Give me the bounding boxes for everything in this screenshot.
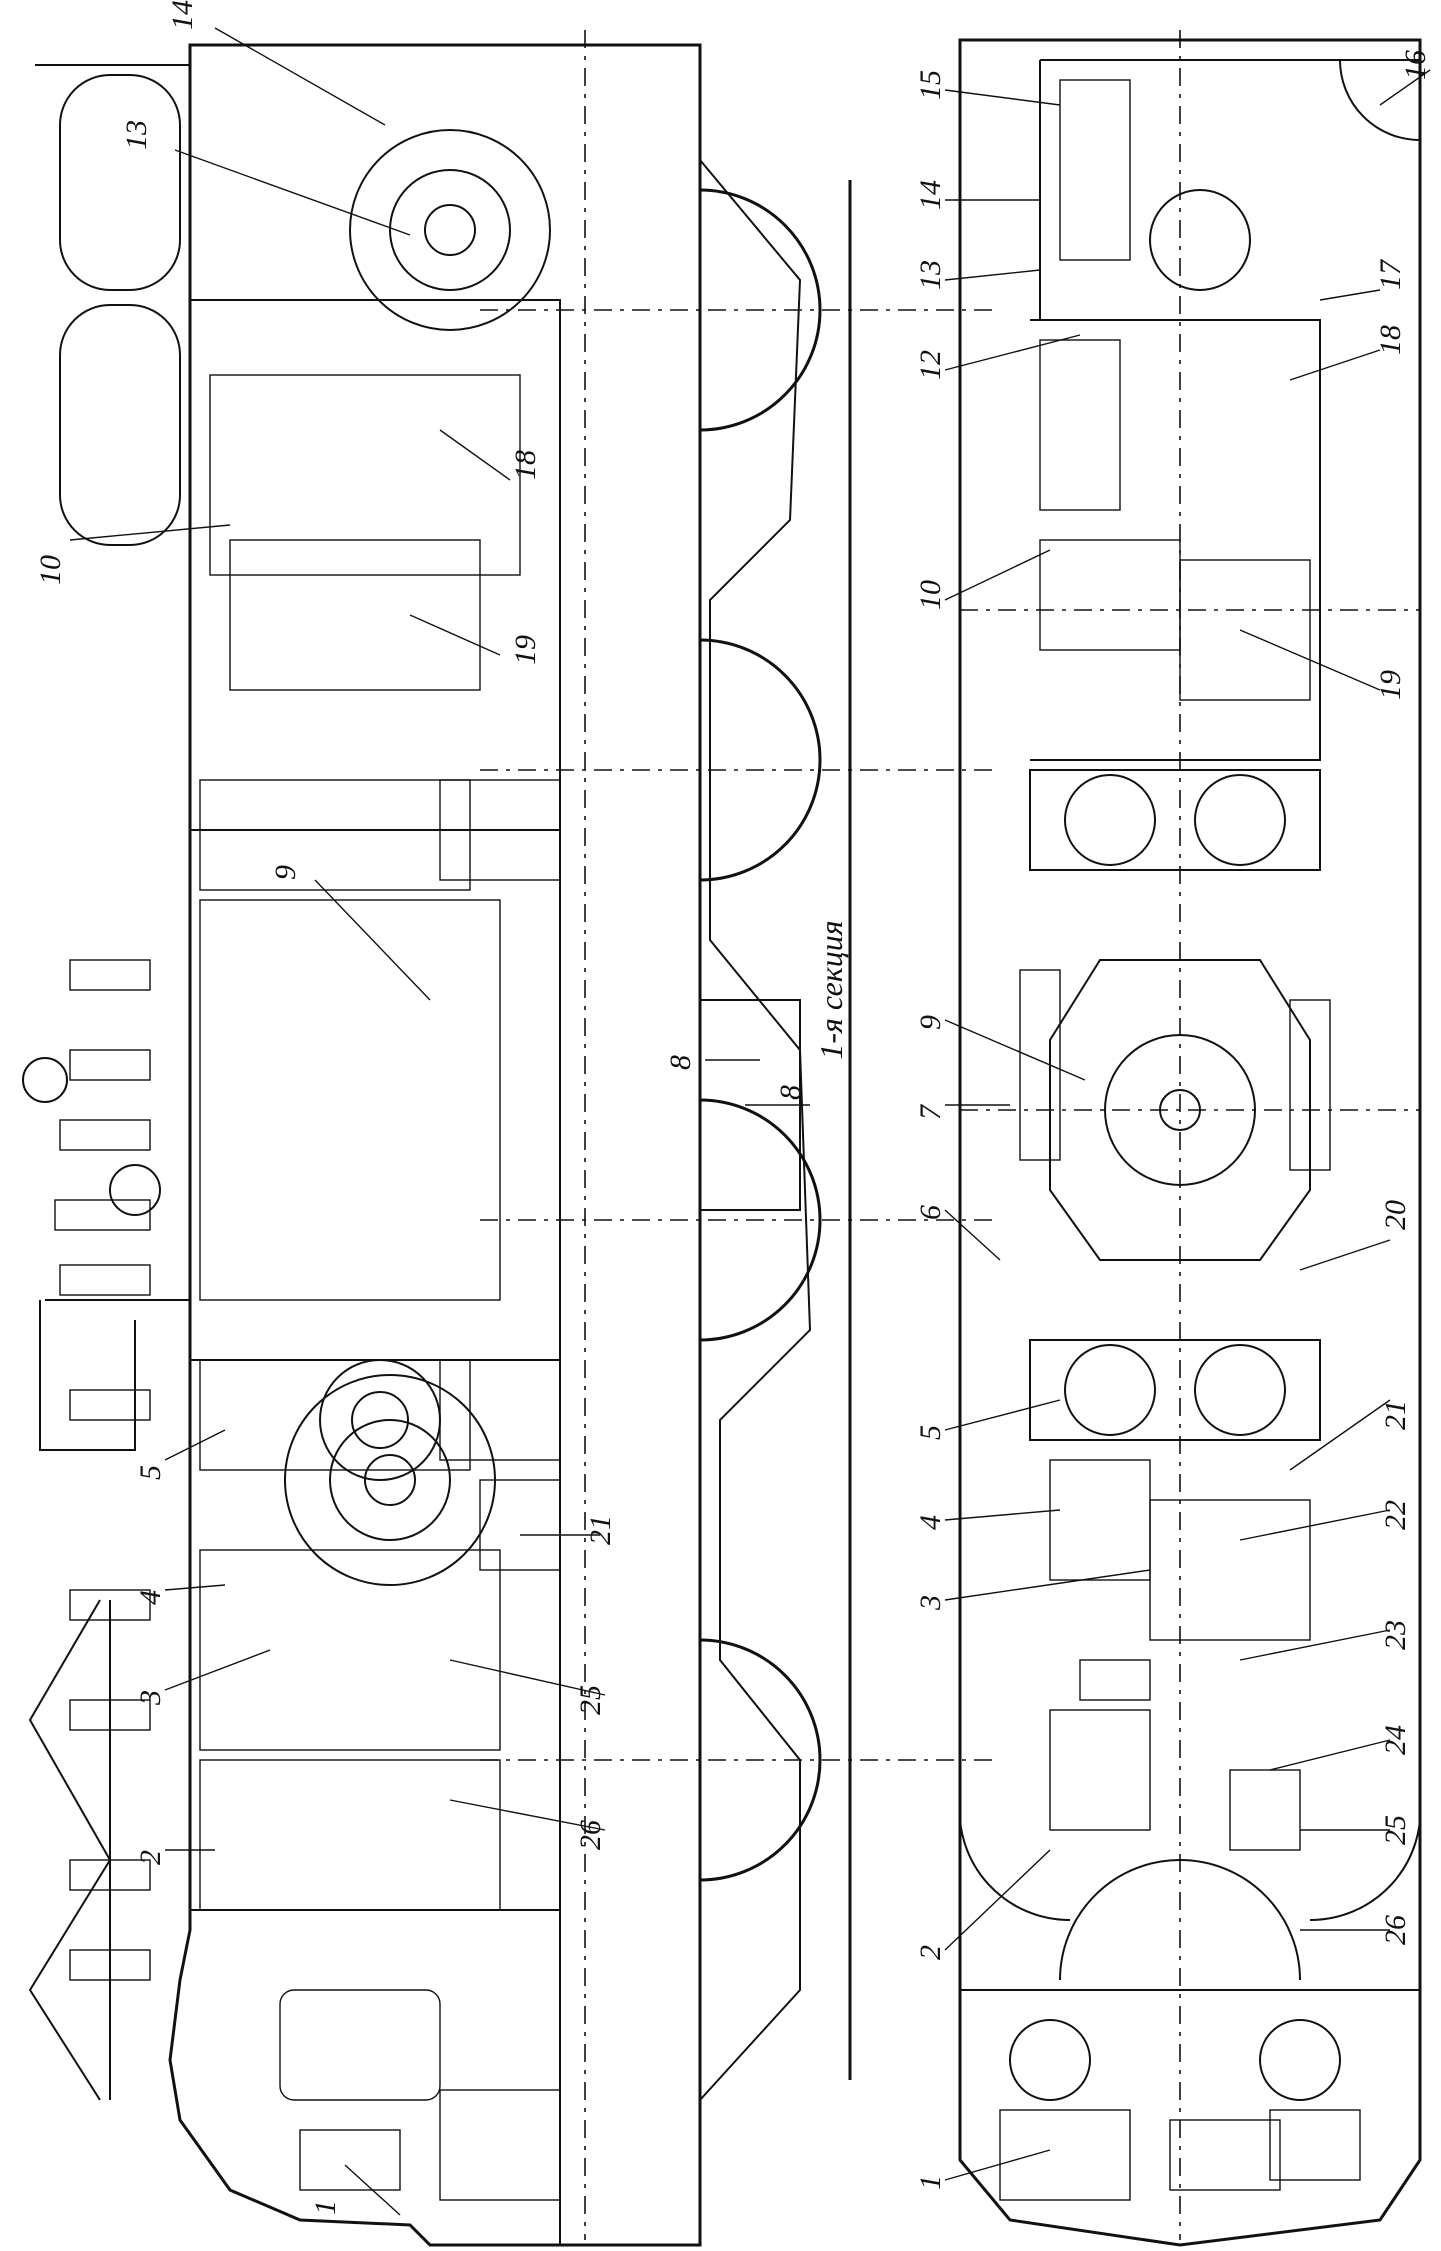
- side-compartment-middle: [190, 829, 561, 1361]
- plan-view-drawing: [958, 30, 1422, 2247]
- section-label: 1-я секция: [813, 920, 849, 1059]
- plan-label-16: 16: [1399, 50, 1432, 80]
- plan-label-15: 15: [914, 70, 947, 100]
- plan-label-12: 12: [914, 350, 947, 380]
- side-label-19: 19: [509, 635, 542, 665]
- side-label-2: 2: [134, 1850, 167, 1865]
- plan-label-2: 2: [914, 1945, 947, 1960]
- side-label-21: 21: [584, 1515, 617, 1545]
- side-label-13: 13: [120, 120, 153, 150]
- plan-fans: [1029, 769, 1321, 1441]
- side-bogies: [699, 159, 852, 2101]
- plan-label-5: 5: [914, 1425, 947, 1440]
- side-cab: [190, 1909, 561, 2245]
- plan-label-24: 24: [1379, 1725, 1412, 1755]
- plan-cab-equipment: [999, 2019, 1361, 2201]
- plan-upper-compartment: [1030, 319, 1321, 761]
- plan-label-17: 17: [1374, 258, 1407, 290]
- side-label-5: 5: [134, 1465, 167, 1480]
- side-carbody-outline: [168, 43, 702, 2247]
- side-motors: [284, 129, 551, 1586]
- side-label-18: 18: [509, 450, 542, 480]
- side-roof-equipment-zone: [35, 64, 191, 1301]
- side-compartment-lower: [190, 1359, 561, 1911]
- plan-label-21: 21: [1379, 1400, 1412, 1430]
- side-label-9: 9: [269, 865, 302, 880]
- plan-label-23: 23: [1379, 1620, 1412, 1650]
- side-label-8: 8: [774, 1085, 807, 1100]
- plan-label-18: 18: [1374, 325, 1407, 355]
- side-label-25: 25: [574, 1685, 607, 1715]
- side-label-4: 4: [134, 1590, 167, 1605]
- plan-label-25: 25: [1379, 1815, 1412, 1845]
- plan-label-4: 4: [914, 1515, 947, 1530]
- plan-carbody-outline: [958, 38, 1422, 2247]
- side-label-1: 1: [309, 2200, 342, 2215]
- side-compartment-upper: [190, 299, 561, 831]
- side-label-3: 3: [134, 1690, 167, 1706]
- side-view-drawing: [22, 30, 1000, 2247]
- plan-label-3: 3: [914, 1595, 947, 1611]
- roof-tank-upper: [59, 74, 181, 291]
- plan-label-22: 22: [1379, 1500, 1412, 1530]
- plan-equipment-units: [1039, 79, 1311, 1851]
- side-label-10: 10: [34, 555, 67, 585]
- plan-label-13: 13: [914, 260, 947, 290]
- side-cabinets: [199, 374, 561, 1911]
- plan-label-19: 19: [1374, 670, 1407, 700]
- plan-label-26: 26: [1379, 1915, 1412, 1945]
- roof-tank-lower: [59, 304, 181, 546]
- plan-label-20: 20: [1379, 1200, 1412, 1230]
- plan-callouts: 15 16 14 13 17 12 18 10 19 9 7 6 20 5 21…: [664, 50, 1432, 2190]
- pantograph-frame: [28, 1599, 112, 2101]
- side-label-14: 14: [166, 0, 199, 30]
- plan-label-7: 7: [914, 1103, 947, 1120]
- plan-label-1: 1: [914, 2175, 947, 2190]
- plan-label-9: 9: [914, 1015, 947, 1030]
- side-callouts: 14 13 10 18 19 9 5 4 3 2 21 25 26 8 1: [34, 0, 810, 2216]
- plan-label-10: 10: [914, 580, 947, 610]
- plan-label-14: 14: [914, 180, 947, 210]
- side-label-26: 26: [574, 1820, 607, 1850]
- plan-label-6: 6: [914, 1205, 947, 1220]
- side-cab-equipment: [279, 1989, 561, 2201]
- plan-transformer: [1019, 959, 1331, 1261]
- plan-label-8: 8: [664, 1055, 697, 1070]
